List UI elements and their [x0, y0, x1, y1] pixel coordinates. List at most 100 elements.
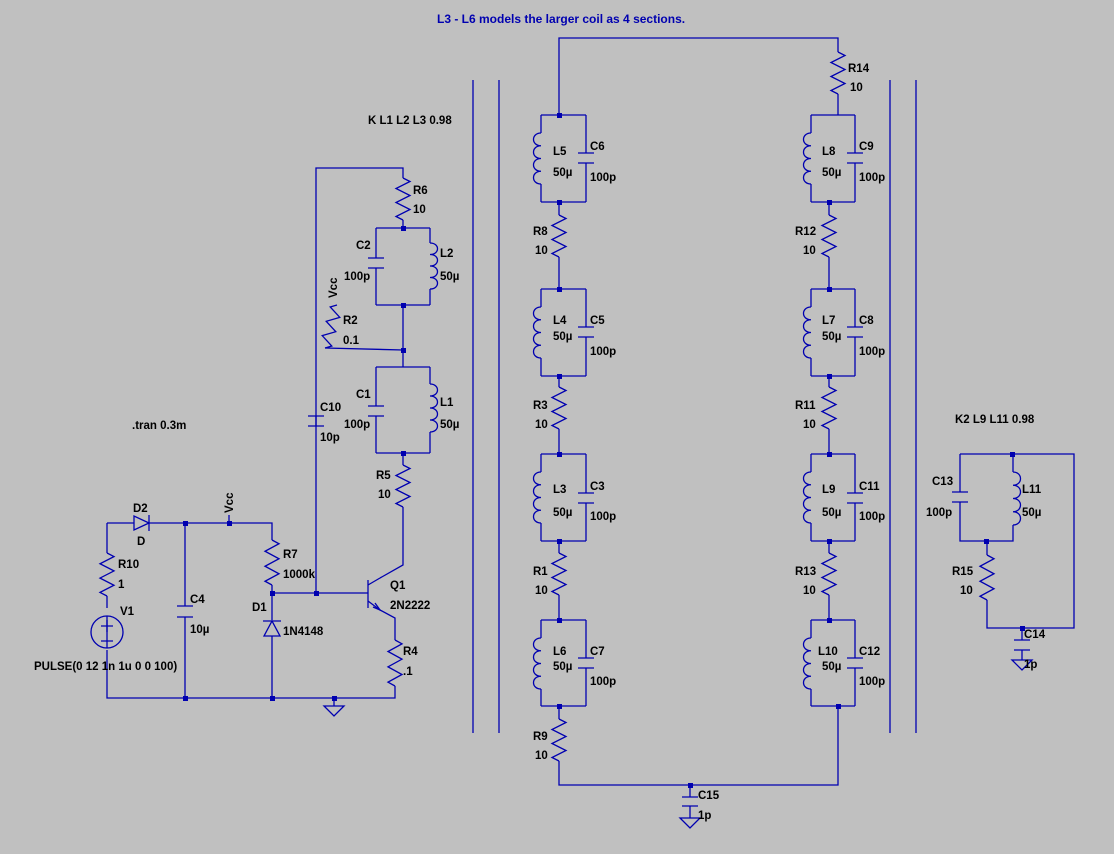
resistor-r7 — [263, 539, 281, 586]
c13-ref: C13 — [932, 476, 953, 488]
resistor-r5 — [394, 464, 412, 508]
c10-value: 10p — [320, 432, 340, 444]
r13-value: 10 — [803, 585, 816, 597]
voltage-source-v1 — [90, 615, 124, 649]
l11-ref: L11 — [1022, 484, 1042, 496]
r4-ref: R4 — [403, 646, 418, 658]
l9-ref: L9 — [822, 484, 835, 496]
transistor-q1 — [360, 577, 382, 612]
tank-l10-c12 — [802, 619, 863, 707]
r12-ref: R12 — [795, 226, 816, 238]
resistor-r3 — [550, 386, 568, 430]
capacitor-c13 — [952, 491, 968, 503]
l2-ref: L2 — [440, 248, 453, 260]
l5-value: 50µ — [553, 167, 572, 179]
c4-ref: C4 — [190, 594, 205, 606]
r15-ref: R15 — [952, 566, 974, 578]
ground-c15 — [678, 817, 702, 829]
c1-value: 100p — [344, 419, 370, 431]
c11-value: 100p — [859, 511, 885, 523]
resistor-r10 — [98, 552, 116, 597]
resistor-r8 — [550, 214, 568, 258]
d1-value: 1N4148 — [283, 626, 324, 638]
l5-ref: L5 — [553, 146, 567, 158]
vcc-label-r2: Vcc — [328, 277, 340, 298]
inductor-l2 — [429, 242, 439, 290]
wires-driver — [106, 167, 431, 699]
capacitor-c15 — [682, 796, 698, 807]
coupling-directive-k1: K L1 L2 L3 0.98 — [368, 115, 452, 127]
resistor-r6 — [394, 177, 412, 221]
c5-ref: C5 — [590, 315, 605, 327]
resistor-r2 — [321, 304, 341, 349]
junctions-coil-chain-a — [557, 113, 693, 788]
l8-value: 50µ — [822, 167, 841, 179]
l1-ref: L1 — [440, 397, 454, 409]
c3-ref: C3 — [590, 481, 605, 493]
c14-value: 1p — [1024, 659, 1037, 671]
c15-value: 1p — [698, 810, 711, 822]
c12-ref: C12 — [859, 646, 880, 658]
coupling-marker-left — [472, 80, 500, 733]
d2-ref: D2 — [133, 503, 148, 515]
l7-value: 50µ — [822, 331, 841, 343]
tank-l3-c3 — [532, 453, 594, 542]
capacitor-c4 — [177, 605, 193, 618]
ground-driver — [322, 698, 346, 717]
r3-ref: R3 — [533, 400, 548, 412]
c2-value: 100p — [344, 271, 370, 283]
r7-value: 1000k — [283, 569, 316, 581]
resistor-r15 — [978, 554, 996, 601]
r9-value: 10 — [535, 750, 548, 762]
l10-ref: L10 — [818, 646, 838, 658]
diode-d2 — [133, 514, 151, 532]
tank-l6-c7 — [532, 619, 594, 707]
l4-ref: L4 — [553, 315, 567, 327]
tran-directive: .tran 0.3m — [132, 420, 186, 432]
l7-ref: L7 — [822, 315, 835, 327]
coupling-directive-k2: K2 L9 L11 0.98 — [955, 414, 1035, 426]
c3-value: 100p — [590, 511, 616, 523]
r4-value: .1 — [403, 666, 413, 678]
r1-ref: R1 — [533, 566, 548, 578]
capacitor-c10 — [308, 415, 324, 427]
diode-d1 — [262, 619, 282, 637]
r10-ref: R10 — [118, 559, 139, 571]
l11-value: 50µ — [1022, 507, 1041, 519]
capacitor-c2 — [368, 257, 384, 269]
l3-ref: L3 — [553, 484, 566, 496]
r10-value: 1 — [118, 579, 125, 591]
r6-ref: R6 — [413, 185, 428, 197]
r14-ref: R14 — [848, 63, 870, 75]
r11-value: 10 — [803, 419, 816, 431]
resistor-r13 — [820, 552, 838, 596]
d2-value: D — [137, 536, 145, 548]
c10-ref: C10 — [320, 402, 341, 414]
r3-value: 10 — [535, 419, 548, 431]
v1-value: PULSE(0 12 1n 1u 0 0 100) — [34, 661, 177, 673]
l3-value: 50µ — [553, 507, 572, 519]
c4-value: 10µ — [190, 624, 209, 636]
r5-value: 10 — [378, 489, 391, 501]
c15-ref: C15 — [698, 790, 720, 802]
resistor-r11 — [820, 386, 838, 430]
q1-ref: Q1 — [390, 580, 406, 592]
tank-l7-c8 — [802, 288, 863, 377]
l6-ref: L6 — [553, 646, 566, 658]
c5-value: 100p — [590, 346, 616, 358]
r11-ref: R11 — [795, 400, 816, 412]
r1-value: 10 — [535, 585, 548, 597]
tank-l9-c11 — [802, 453, 863, 542]
r8-ref: R8 — [533, 226, 548, 238]
c7-ref: C7 — [590, 646, 605, 658]
r7-ref: R7 — [283, 549, 298, 561]
inductor-l11 — [1012, 471, 1022, 526]
r12-value: 10 — [803, 245, 816, 257]
r2-value: 0.1 — [343, 335, 360, 347]
c13-value: 100p — [926, 507, 952, 519]
d1-ref: D1 — [252, 602, 267, 614]
tank-l4-c5 — [532, 288, 594, 377]
resistor-r14 — [829, 51, 847, 95]
resistor-r12 — [820, 214, 838, 258]
